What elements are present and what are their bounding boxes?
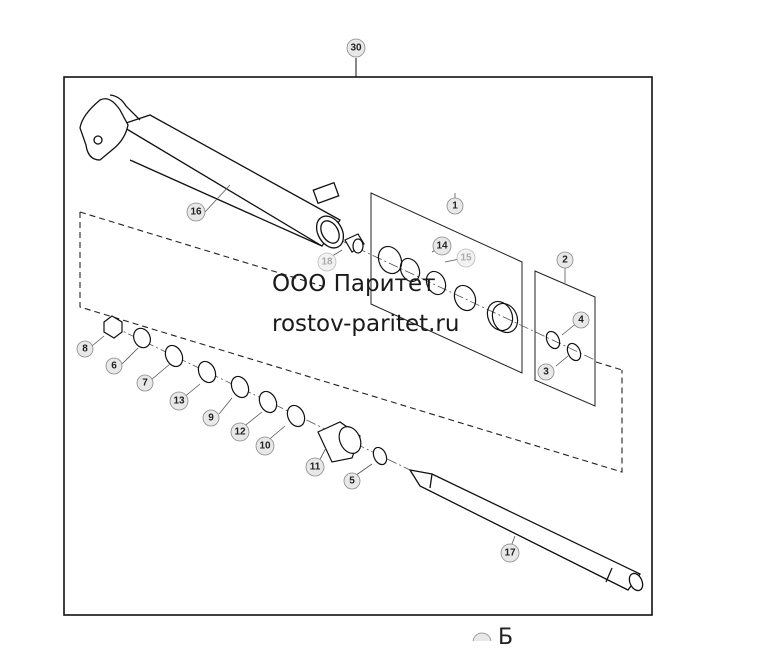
watermark-website: rostov-paritet.ru: [272, 311, 460, 337]
callout-label-10: 10: [259, 441, 271, 452]
callout-4: [572, 311, 590, 329]
callout-label-13: 13: [173, 396, 185, 407]
callout-1: [446, 197, 464, 215]
watermark-company: ООО Паритет: [272, 271, 436, 297]
callout-3: [537, 363, 555, 381]
callout-label-6: 6: [111, 361, 117, 372]
seal-kit-rings: [377, 245, 519, 334]
callout-label-7: 7: [142, 378, 148, 389]
callout-label-15: 15: [460, 253, 472, 264]
callout-11: [305, 457, 325, 477]
callout-7: [136, 374, 154, 392]
dashed-outline: [79, 212, 623, 473]
barrel-part: [79, 94, 345, 249]
lower-stack-parts: [103, 315, 388, 466]
seal-kit-box: [370, 192, 523, 374]
callout-label-5: 5: [349, 476, 355, 487]
wiper-kit-box: [534, 270, 596, 407]
callout-label-8: 8: [82, 344, 88, 355]
callout-label-9: 9: [208, 413, 214, 424]
callout-30: [346, 38, 366, 58]
callout-16: [186, 202, 206, 222]
wiper-rings: [545, 330, 582, 362]
callout-6: [105, 357, 123, 375]
callout-14: [432, 236, 452, 256]
dashed-outline-right: [595, 361, 623, 371]
callout-18: [317, 252, 337, 272]
callout-label-2: 2: [562, 255, 568, 266]
callout-5: [343, 472, 361, 490]
callout-label-11: 11: [310, 462, 321, 473]
rod-part: [408, 469, 644, 592]
fitting-part: [344, 233, 365, 254]
callout-9: [202, 409, 220, 427]
callout-label-12: 12: [234, 427, 246, 438]
callout-label-16: 16: [190, 207, 202, 218]
callout-label-3: 3: [543, 367, 549, 378]
callout-17: [500, 543, 520, 563]
callout-label-17: 17: [504, 548, 516, 559]
dashed-outline-top: [79, 211, 323, 287]
footer-cut-text: Б: [498, 625, 514, 650]
callout-2: [556, 251, 574, 269]
callout-label-18: 18: [321, 257, 333, 268]
callout-10: [255, 436, 275, 456]
callout-cut: [472, 632, 492, 641]
callout-8: [76, 340, 94, 358]
callout-label-14: 14: [436, 241, 448, 252]
callout-label-4: 4: [578, 315, 584, 326]
callout-label-1: 1: [452, 201, 458, 212]
callout-13: [169, 391, 189, 411]
assembly-frame: [63, 76, 653, 616]
callout-15: [456, 248, 476, 268]
callout-12: [230, 422, 250, 442]
axis-line: [339, 239, 596, 361]
callout-label-30: 30: [350, 43, 362, 54]
